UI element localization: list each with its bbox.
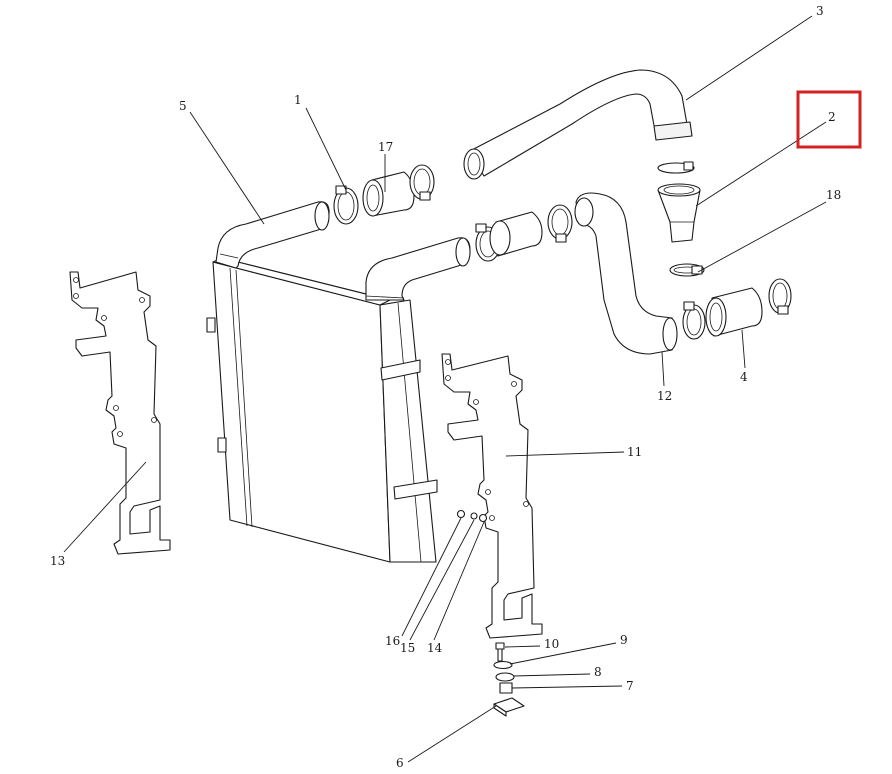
hose-clamp-2 xyxy=(657,161,695,174)
hose-17 xyxy=(362,171,415,217)
callout-16: 16 xyxy=(385,634,400,648)
callout-3: 3 xyxy=(816,4,824,18)
leader-13 xyxy=(63,461,147,553)
washer-9 xyxy=(493,660,513,670)
leader-16 xyxy=(401,517,462,637)
washer-8 xyxy=(495,672,515,682)
pipe-3 xyxy=(463,69,693,180)
leader-7 xyxy=(511,685,623,689)
leader-5 xyxy=(189,111,265,225)
callout-10: 10 xyxy=(544,637,559,651)
hose-clamp-17-right xyxy=(409,164,435,201)
hose-4 xyxy=(705,287,763,337)
leader-11 xyxy=(505,451,625,457)
hose-mid xyxy=(489,211,543,257)
pipe-12 xyxy=(574,192,678,355)
leader-14 xyxy=(433,521,485,641)
callout-15: 15 xyxy=(400,641,415,655)
callout-14: 14 xyxy=(427,641,443,655)
callout-6: 6 xyxy=(396,756,404,770)
leader-4 xyxy=(741,329,746,369)
hose-clamp-mid-right xyxy=(547,204,573,243)
callout-1: 1 xyxy=(294,93,302,107)
callout-4: 4 xyxy=(740,370,748,384)
highlight-box-callout-2 xyxy=(796,90,862,149)
callout-2: 2 xyxy=(828,110,836,124)
leader-10 xyxy=(504,645,541,648)
leader-8 xyxy=(513,673,591,677)
leader-2 xyxy=(695,121,827,207)
callout-7: 7 xyxy=(626,679,634,693)
callout-labels: 1 2 3 4 5 6 7 8 9 10 11 12 13 14 15 16 1… xyxy=(50,4,841,770)
washer-15 xyxy=(470,512,478,520)
callout-12: 12 xyxy=(657,389,672,403)
leader-12 xyxy=(661,351,665,387)
leader-18 xyxy=(697,201,827,273)
bolt-14 xyxy=(478,513,488,523)
rubber-mount-6 xyxy=(493,697,525,717)
leader-3 xyxy=(685,15,813,101)
leader-15 xyxy=(409,519,475,641)
callout-8: 8 xyxy=(594,665,602,679)
pipe-elbow-core-right xyxy=(365,237,471,301)
leader-9 xyxy=(509,642,617,665)
pipe-elbow-5 xyxy=(215,201,330,269)
leader-6 xyxy=(407,705,497,763)
bolt-10 xyxy=(495,642,505,662)
callout-9: 9 xyxy=(620,633,628,647)
callout-17: 17 xyxy=(378,140,393,154)
intercooler-core xyxy=(206,257,438,563)
callout-18: 18 xyxy=(826,188,841,202)
leader-1 xyxy=(305,107,347,191)
nut-16 xyxy=(456,509,466,519)
spacer-7 xyxy=(499,682,513,694)
callout-13: 13 xyxy=(50,554,65,568)
callout-11: 11 xyxy=(627,445,642,459)
hose-clamp-4-left xyxy=(682,301,706,340)
hose-clamp-4-right xyxy=(768,278,792,315)
mounting-bracket-11 xyxy=(441,353,543,639)
reducer-hose-2 xyxy=(657,183,701,243)
leader-lines xyxy=(63,15,827,763)
mounting-bracket-13 xyxy=(69,271,171,555)
callout-5: 5 xyxy=(179,99,187,113)
hose-clamp-18 xyxy=(669,263,705,277)
hose-clamp-1 xyxy=(333,185,359,225)
